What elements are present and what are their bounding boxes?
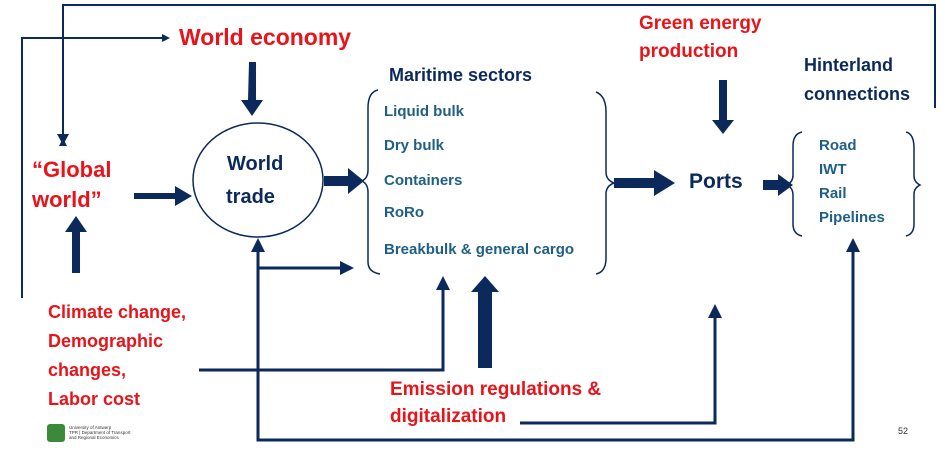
label-hinterland-line1: Hinterland xyxy=(804,55,894,75)
feedback-line-left xyxy=(21,34,170,298)
arrow-green-to-ports xyxy=(712,80,734,134)
connector-bottom-loop xyxy=(256,252,855,442)
arrow-ports-to-hinterland xyxy=(763,174,793,196)
label-emission-line1: Emission regulations & xyxy=(390,379,602,400)
logo-mark-icon xyxy=(47,424,65,442)
arrowhead-climate-to-maritime xyxy=(436,276,450,290)
arrowhead-to-hinterland xyxy=(846,238,860,252)
climate-line: changes, xyxy=(48,360,127,380)
label-global-world-line1: “Global xyxy=(32,157,112,182)
arrow-global-to-trade xyxy=(134,186,192,206)
label-green-energy-line1: Green energy xyxy=(639,13,762,34)
hinterland-right-brace xyxy=(905,131,922,237)
feedback-line-top xyxy=(59,4,936,146)
hinterland-item: Road xyxy=(819,137,857,154)
hinterland-left-brace xyxy=(785,131,803,237)
sector-item: Containers xyxy=(384,172,463,189)
logo-text-line: TPR | Department of Transport xyxy=(69,430,131,435)
label-world-trade-line1: World xyxy=(227,153,284,175)
logo-text: University of Antwerp TPR | Department o… xyxy=(69,425,130,440)
world-trade-circle xyxy=(192,122,324,238)
arrow-maritime-to-ports xyxy=(614,170,675,196)
hinterland-item: IWT xyxy=(819,161,847,178)
hinterland-item: Pipelines xyxy=(819,209,885,226)
arrowhead-global-world xyxy=(57,134,69,145)
arrow-emission-to-maritime xyxy=(471,276,499,368)
climate-line: Demographic xyxy=(48,331,164,351)
arrowhead-to-ports xyxy=(708,304,722,318)
label-green-energy-line2: production xyxy=(639,41,739,62)
label-world-trade-line2: trade xyxy=(226,186,275,208)
sector-item: Liquid bulk xyxy=(384,103,464,120)
sector-item: Dry bulk xyxy=(384,137,445,154)
connector-climate xyxy=(199,290,445,372)
arrow-economy-to-trade xyxy=(241,62,263,116)
label-ports: Ports xyxy=(689,170,743,193)
page-number: 52 xyxy=(898,426,909,436)
sector-item: Breakbulk & general cargo xyxy=(384,241,575,258)
maritime-left-brace xyxy=(360,89,381,275)
label-world-economy: World economy xyxy=(179,24,352,50)
arrowhead-to-trade xyxy=(251,238,265,252)
logo-text-line: and Regional Economics xyxy=(69,435,119,440)
arrowhead-to-maritime xyxy=(340,261,354,275)
sector-item: RoRo xyxy=(384,204,424,221)
climate-line: Labor cost xyxy=(48,389,141,409)
hinterland-item: Rail xyxy=(819,185,847,202)
label-global-world-line2: world” xyxy=(32,187,102,212)
maritime-right-brace xyxy=(595,91,617,275)
climate-line: Climate change, xyxy=(48,302,187,322)
arrow-trade-to-maritime xyxy=(324,168,364,194)
label-hinterland-line2: connections xyxy=(804,84,911,104)
university-logo: University of Antwerp TPR | Department o… xyxy=(47,423,130,445)
arrow-climate-to-global xyxy=(65,216,87,273)
label-maritime-sectors: Maritime sectors xyxy=(389,65,533,85)
logo-text-line: University of Antwerp xyxy=(69,425,112,430)
connector-to-ports xyxy=(520,318,717,425)
label-emission-line2: digitalization xyxy=(390,406,507,427)
